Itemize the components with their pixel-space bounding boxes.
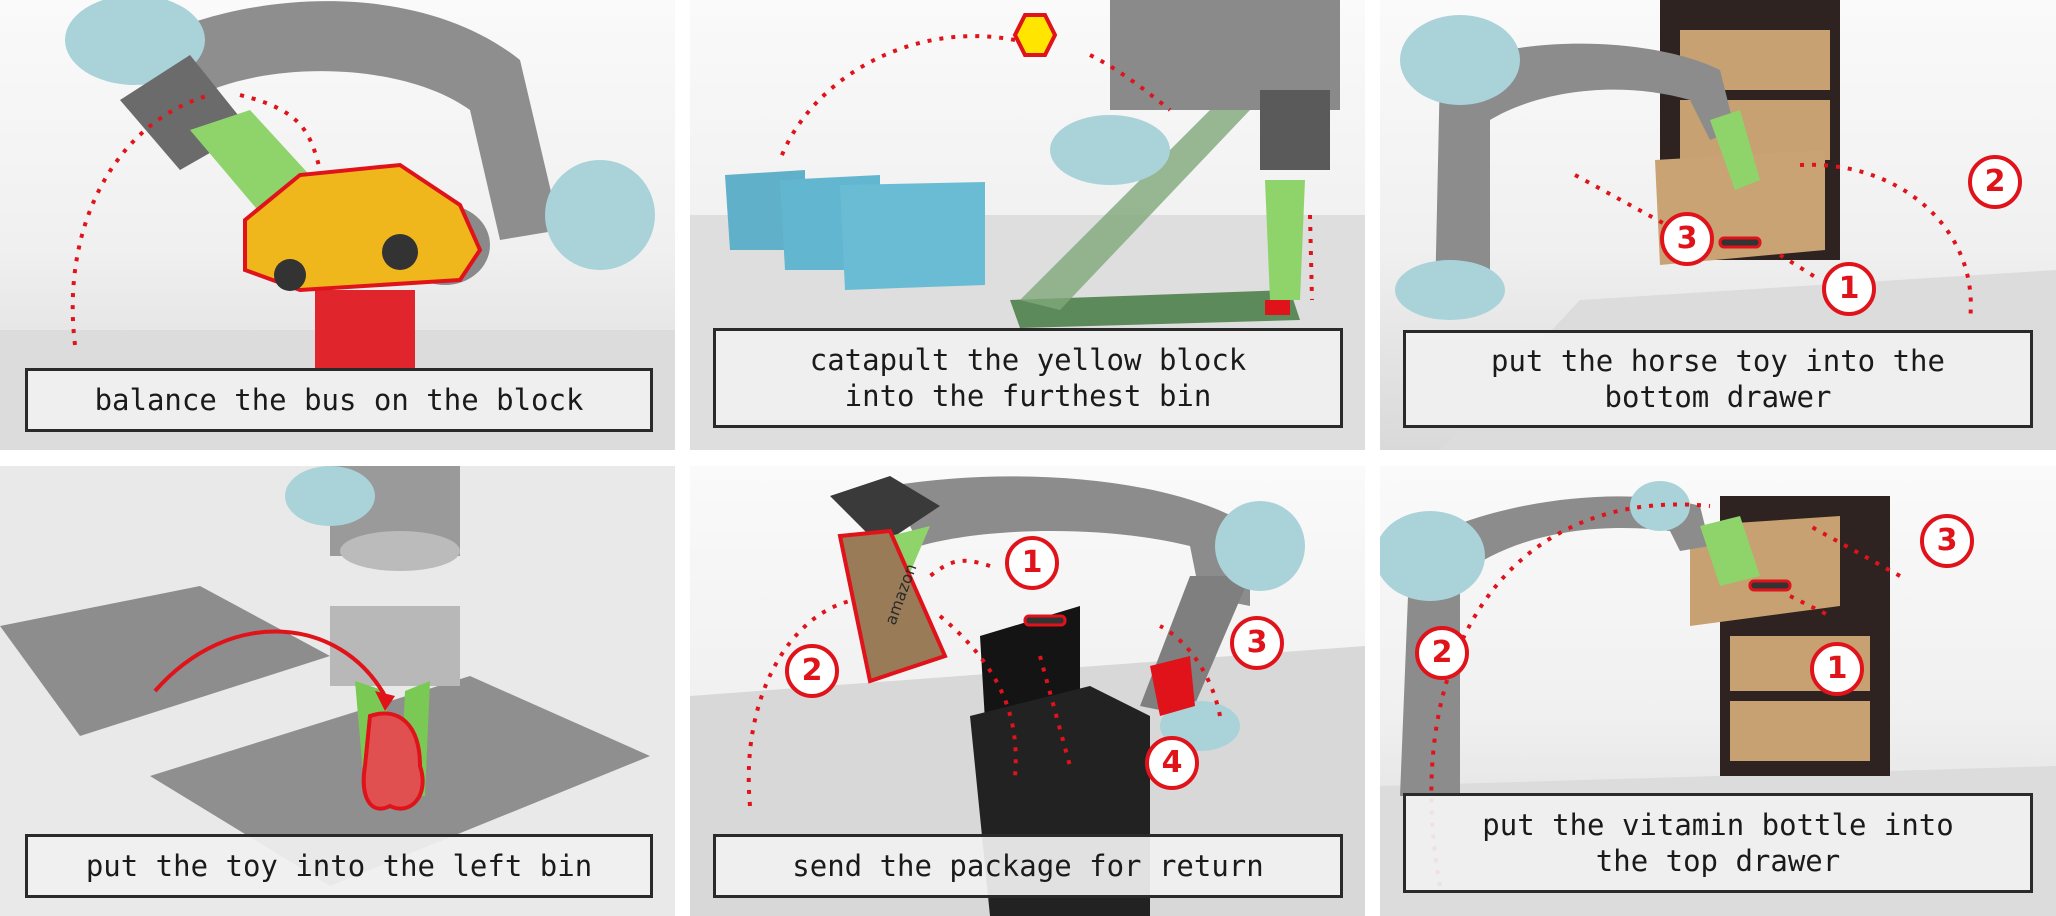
red-block [315, 290, 415, 370]
caption-catapult: catapult the yellow block into the furth… [713, 328, 1343, 428]
trajectory-arrow [1789, 594, 1831, 618]
toy-bus [243, 162, 483, 293]
robot-joint [1050, 115, 1170, 185]
gripper [330, 606, 460, 686]
trajectory-arrow [1089, 53, 1172, 112]
caption-horse-drawer: put the horse toy into the bottom drawer [1403, 330, 2033, 428]
trajectory-arrow [778, 34, 1016, 161]
robot-joint [545, 160, 655, 270]
drawer-handle [1718, 236, 1762, 249]
trajectory-arrow [1809, 524, 1901, 578]
catapult-base [1010, 290, 1300, 328]
panel-balance-bus: balance the bus on the block [0, 0, 675, 450]
caption-vitamin-drawer: put the vitamin bottle into the top draw… [1403, 793, 2033, 893]
trajectory-arrow [1778, 253, 1822, 282]
step-badge-2: 2 [1415, 626, 1469, 680]
step-badge-1: 1 [1005, 536, 1059, 590]
step-badge-3: 3 [1230, 616, 1284, 670]
catapult-arm [1020, 90, 1250, 310]
robot-arm [890, 476, 1250, 606]
mailbox-flag [1150, 656, 1195, 716]
panel-toy-bin: put the toy into the left bin [0, 466, 675, 916]
trajectory-arrow [1574, 173, 1686, 237]
robot-joint [1380, 511, 1485, 601]
trajectory-arrow [938, 614, 1018, 777]
robot-joint [1215, 501, 1305, 591]
step-badge-2: 2 [1968, 155, 2022, 209]
grey-bin [0, 586, 330, 736]
trajectory-arrow [1799, 162, 1973, 321]
trajectory-arrow [1308, 214, 1314, 301]
robot-joint [1400, 15, 1520, 105]
panel-horse-drawer: 1 2 3 put the horse toy into the bottom … [1380, 0, 2056, 450]
package-box [837, 528, 948, 684]
gripper [1260, 90, 1330, 170]
arrow-head [375, 691, 395, 711]
panel-catapult: catapult the yellow block into the furth… [690, 0, 1365, 450]
drawer [1730, 701, 1870, 761]
step-badge-3: 3 [1660, 212, 1714, 266]
robot-joint [1395, 260, 1505, 320]
robot-arm [150, 1, 560, 241]
step-badge-1: 1 [1810, 642, 1864, 696]
trajectory-arrow [153, 629, 387, 697]
gripper-finger [1265, 180, 1305, 300]
caption-balance-bus: balance the bus on the block [25, 368, 653, 432]
panel-package: amazon 1 2 3 4 send the package for retu… [690, 466, 1365, 916]
trajectory-arrow [928, 558, 991, 578]
contact-point [1265, 300, 1290, 315]
robot-joint [285, 466, 375, 526]
caption-package: send the package for return [713, 834, 1343, 898]
robot-joint [1630, 481, 1690, 531]
caption-toy-bin: put the toy into the left bin [25, 834, 653, 898]
trajectory-arrow [1159, 624, 1222, 717]
mailbox-handle [1023, 614, 1067, 627]
trajectory-arrow [1429, 502, 1711, 887]
panel-vitamin-drawer: 1 2 3 put the vitamin bottle into the to… [1380, 466, 2056, 916]
bus-wheel [274, 259, 306, 291]
blue-bin [840, 182, 985, 290]
step-badge-3: 3 [1920, 514, 1974, 568]
gripper-finger [1710, 110, 1760, 190]
robot-joint [65, 0, 205, 85]
robot-joint [340, 531, 460, 571]
gripper [830, 476, 940, 546]
robot-arm [1435, 43, 1735, 301]
step-badge-4: 4 [1145, 736, 1199, 790]
step-badge-1: 1 [1822, 262, 1876, 316]
yellow-block [1012, 13, 1058, 57]
gripper-finger [1700, 516, 1760, 586]
bus-wheel [382, 234, 418, 270]
scene-balance-bus [0, 0, 675, 450]
step-badge-2: 2 [785, 644, 839, 698]
toy [361, 711, 425, 811]
drawer-handle [1748, 579, 1792, 592]
